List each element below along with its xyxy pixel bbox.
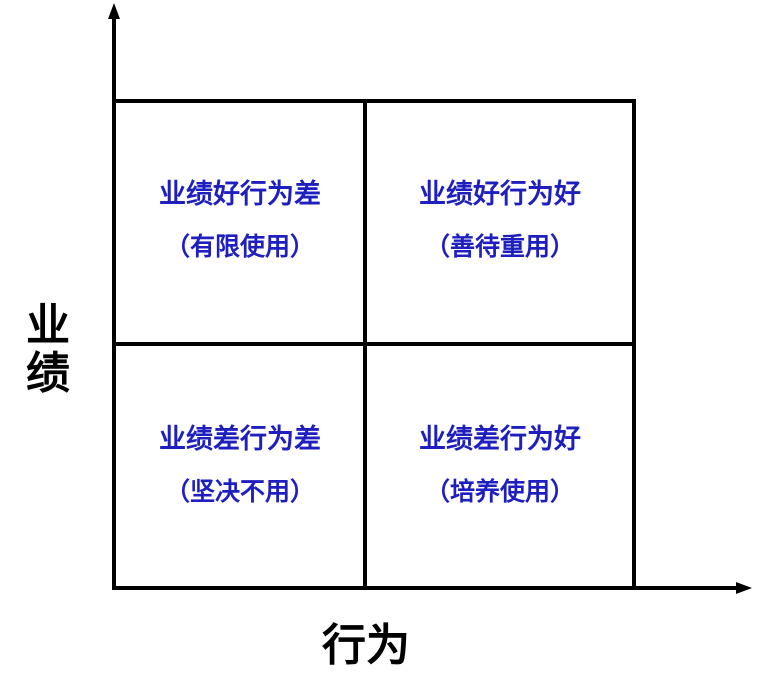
quadrant-bottom-left-subtitle: （坚决不用） (165, 477, 315, 506)
quadrant-top-right-title: 业绩好行为好 (419, 178, 581, 210)
quadrant-top-left-subtitle: （有限使用） (165, 232, 315, 261)
y-axis-arrowhead (108, 3, 120, 19)
quadrant-top-right-subtitle: （善待重用） (425, 232, 575, 261)
y-axis-label-top: 业 (26, 300, 70, 351)
y-axis-label-bottom: 绩 (26, 348, 70, 399)
quadrant-bottom-right-title: 业绩差行为好 (419, 423, 581, 455)
quadrant-bottom-left-title: 业绩差行为差 (159, 423, 321, 455)
x-axis-label: 行为 (322, 620, 410, 671)
quadrant-top-left-title: 业绩好行为差 (159, 178, 321, 210)
quadrant-bottom-right-subtitle: （培养使用） (425, 477, 575, 506)
x-axis-arrowhead (736, 582, 752, 594)
